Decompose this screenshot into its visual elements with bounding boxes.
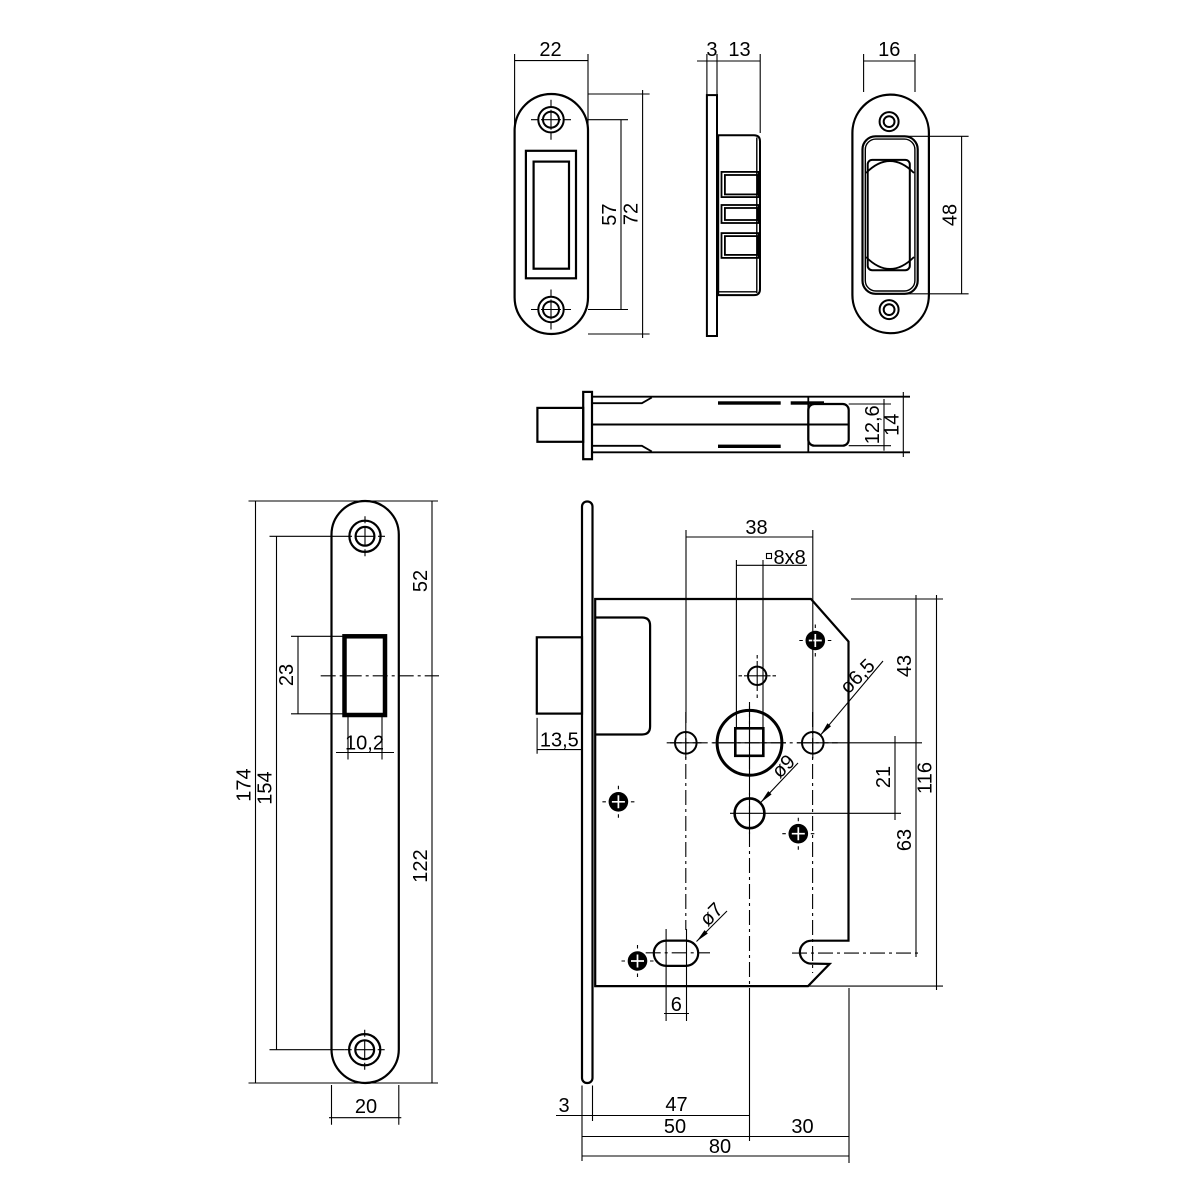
svg-text:50: 50: [664, 1116, 686, 1138]
svg-text:30: 30: [791, 1116, 813, 1138]
svg-text:23: 23: [276, 664, 298, 686]
svg-text:16: 16: [878, 39, 900, 61]
svg-text:6: 6: [671, 994, 682, 1016]
svg-text:80: 80: [709, 1136, 731, 1158]
svg-text:72: 72: [621, 203, 643, 225]
svg-text:3: 3: [706, 39, 717, 61]
svg-text:13: 13: [728, 39, 750, 61]
svg-text:116: 116: [915, 762, 937, 794]
svg-text:57: 57: [599, 203, 621, 225]
svg-text:63: 63: [894, 829, 916, 851]
svg-text:154: 154: [255, 771, 277, 804]
svg-text:10,2: 10,2: [345, 733, 384, 755]
svg-text:52: 52: [410, 570, 432, 592]
svg-text:43: 43: [894, 655, 916, 677]
svg-text:122: 122: [410, 849, 432, 882]
svg-text:8x8: 8x8: [774, 547, 806, 569]
svg-text:48: 48: [940, 204, 962, 226]
svg-text:12,6: 12,6: [862, 405, 884, 444]
svg-text:38: 38: [745, 517, 767, 539]
svg-text:20: 20: [355, 1096, 377, 1118]
svg-text:174: 174: [234, 768, 256, 801]
svg-text:47: 47: [665, 1094, 687, 1116]
svg-text:22: 22: [539, 39, 561, 61]
svg-text:13,5: 13,5: [540, 730, 579, 752]
svg-text:21: 21: [873, 766, 895, 788]
svg-text:3: 3: [558, 1095, 569, 1117]
svg-text:14: 14: [881, 414, 903, 436]
